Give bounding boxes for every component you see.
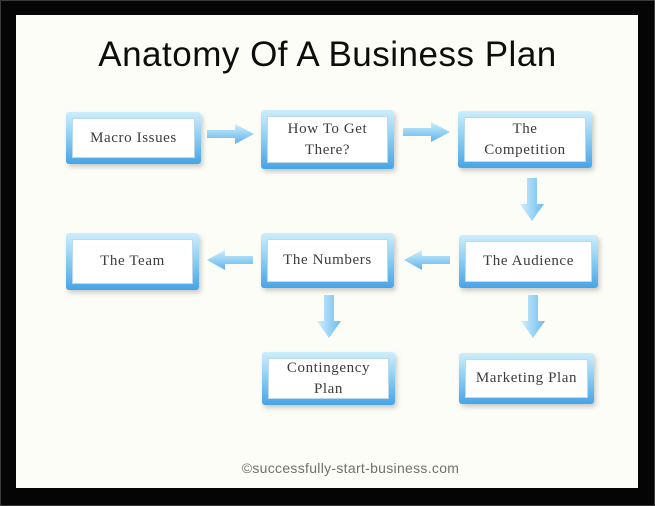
node-the-numbers: The Numbers — [261, 233, 394, 288]
node-label: Contingency Plan — [268, 358, 389, 399]
node-label: Macro Issues — [72, 118, 195, 158]
node-macro-issues: Macro Issues — [66, 112, 201, 164]
node-label: The Numbers — [267, 239, 388, 282]
arrow-left-numbers-to-team-icon — [207, 250, 253, 270]
arrow-down-competition-to-audience-icon — [520, 178, 544, 221]
arrow-right-macro-to-howto-icon — [207, 124, 254, 144]
arrow-down-audience-to-marketing-icon — [521, 295, 545, 338]
node-the-competition: The Competition — [458, 111, 592, 168]
node-label: How To Get There? — [267, 116, 388, 163]
node-how-to-get-there: How To Get There? — [261, 110, 394, 169]
copyright-text: ©successfully-start-business.com — [241, 460, 460, 476]
arrow-down-numbers-to-contingency-icon — [317, 295, 341, 338]
node-label: The Team — [72, 239, 193, 284]
arrow-right-howto-to-competition-icon — [403, 122, 450, 142]
node-label: The Audience — [465, 241, 592, 282]
node-label: Marketing Plan — [465, 359, 588, 398]
arrow-left-audience-to-numbers-icon — [404, 250, 450, 270]
node-the-audience: The Audience — [459, 235, 598, 288]
node-the-team: The Team — [66, 233, 199, 290]
node-contingency-plan: Contingency Plan — [262, 352, 395, 405]
page-title: Anatomy Of A Business Plan — [98, 35, 557, 74]
node-label: The Competition — [464, 117, 586, 162]
node-marketing-plan: Marketing Plan — [459, 353, 594, 404]
